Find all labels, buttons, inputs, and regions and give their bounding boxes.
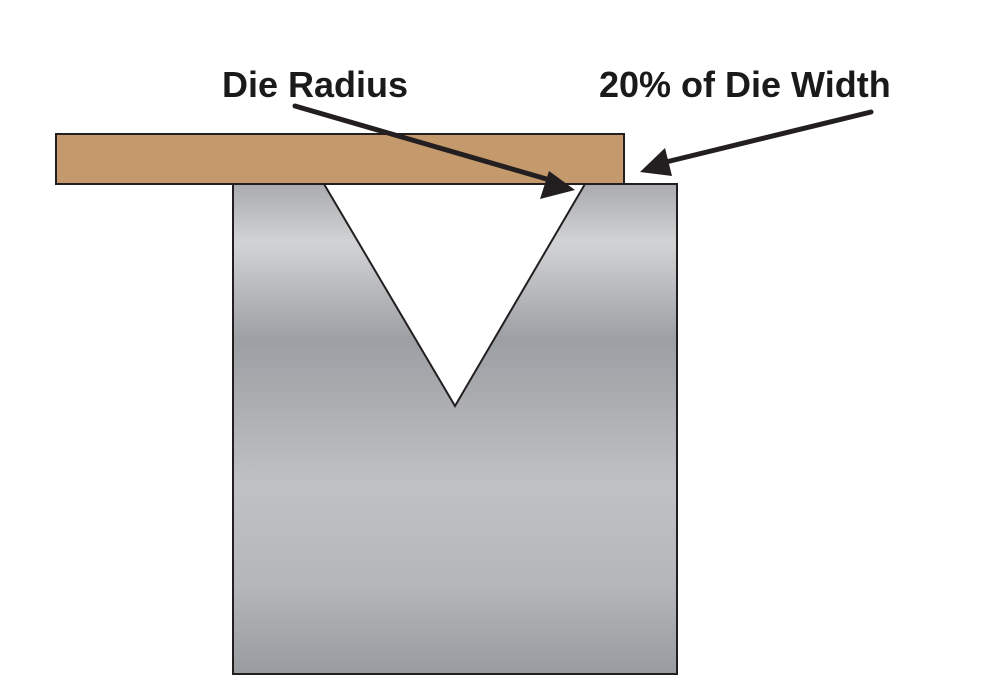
die-radius-arrow-shaft bbox=[292, 103, 553, 183]
die-width-label: 20% of Die Width bbox=[599, 64, 891, 105]
die-radius-label: Die Radius bbox=[222, 64, 408, 105]
die-radius-arrowhead bbox=[540, 171, 575, 199]
die-width-arrow-shaft bbox=[663, 109, 874, 165]
die-radius-arrow bbox=[292, 103, 575, 199]
v-die-body bbox=[232, 183, 678, 675]
die-width-arrow bbox=[640, 109, 874, 176]
die-width-arrowhead bbox=[640, 148, 672, 176]
